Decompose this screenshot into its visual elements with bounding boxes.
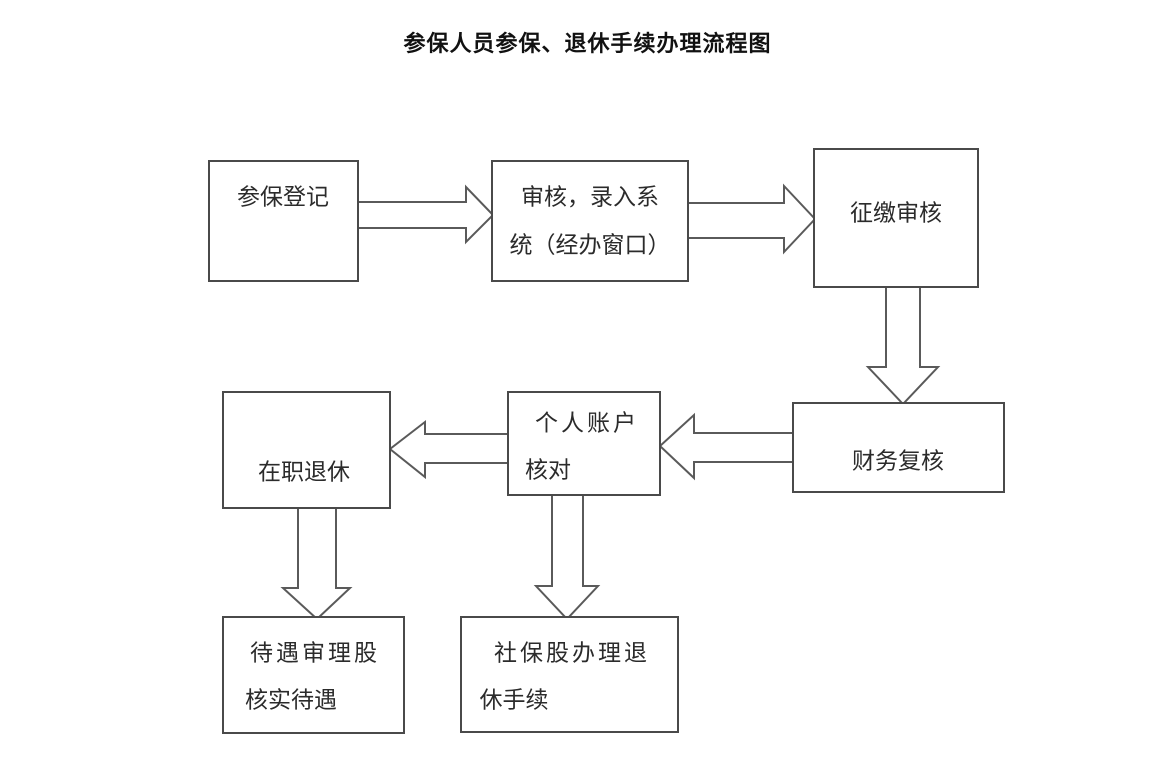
node-label-line: 休手续 — [480, 688, 549, 714]
node-collection-audit[interactable]: 征缴审核 — [813, 148, 979, 288]
block-arrow-right-icon — [356, 184, 495, 245]
arrow-collection-audit-to-finance-review — [865, 286, 941, 406]
node-label-line: 参保登记 — [237, 185, 329, 211]
node-box — [460, 616, 679, 733]
arrow-review-to-collection-audit — [687, 183, 817, 255]
block-arrow-left-icon — [658, 412, 795, 481]
node-finance-review[interactable]: 财务复核 — [792, 402, 1005, 493]
node-label-line: 个人账户 — [535, 411, 639, 437]
block-arrow-down-icon — [865, 286, 941, 406]
arrow-finance-review-to-account-check — [658, 412, 795, 481]
node-box — [491, 160, 689, 282]
node-label-line: 待遇审理股 — [250, 641, 380, 667]
arrow-registration-to-review — [356, 184, 495, 245]
node-box — [208, 160, 359, 282]
node-box — [507, 391, 661, 496]
node-label-line: 核实待遇 — [245, 688, 337, 714]
node-label-line: 统（经办窗口） — [510, 233, 671, 259]
node-label-line: 征缴审核 — [850, 201, 942, 227]
node-box — [222, 391, 391, 509]
node-social-insurance-division-retirement[interactable]: 社保股办理退 休手续 — [460, 616, 679, 733]
node-personal-account-check[interactable]: 个人账户 核对 — [507, 391, 661, 496]
node-label-line: 在职退休 — [258, 460, 350, 486]
node-box — [813, 148, 979, 288]
node-label-line: 社保股办理退 — [494, 641, 650, 667]
block-arrow-left-icon — [388, 419, 510, 480]
node-label-line: 核对 — [525, 458, 571, 484]
node-box — [792, 402, 1005, 493]
arrow-retirement-status-to-benefit-division — [280, 507, 353, 621]
arrow-account-check-to-retirement-status — [388, 419, 510, 480]
block-arrow-down-icon — [280, 507, 353, 621]
node-box — [222, 616, 405, 734]
block-arrow-down-icon — [533, 494, 601, 621]
page-title: 参保人员参保、退休手续办理流程图 — [403, 32, 772, 57]
node-active-retirement-status[interactable]: 在职退休 — [222, 391, 391, 509]
node-insurance-registration[interactable]: 参保登记 — [208, 160, 359, 282]
arrow-account-check-to-social-insurance-division — [533, 494, 601, 621]
node-review-and-system-entry[interactable]: 审核，录入系 统（经办窗口） — [491, 160, 689, 282]
node-benefit-division-verification[interactable]: 待遇审理股 核实待遇 — [222, 616, 405, 734]
node-label-line: 财务复核 — [852, 449, 944, 475]
node-label-line: 审核，录入系 — [521, 185, 659, 211]
block-arrow-right-icon — [687, 183, 817, 255]
